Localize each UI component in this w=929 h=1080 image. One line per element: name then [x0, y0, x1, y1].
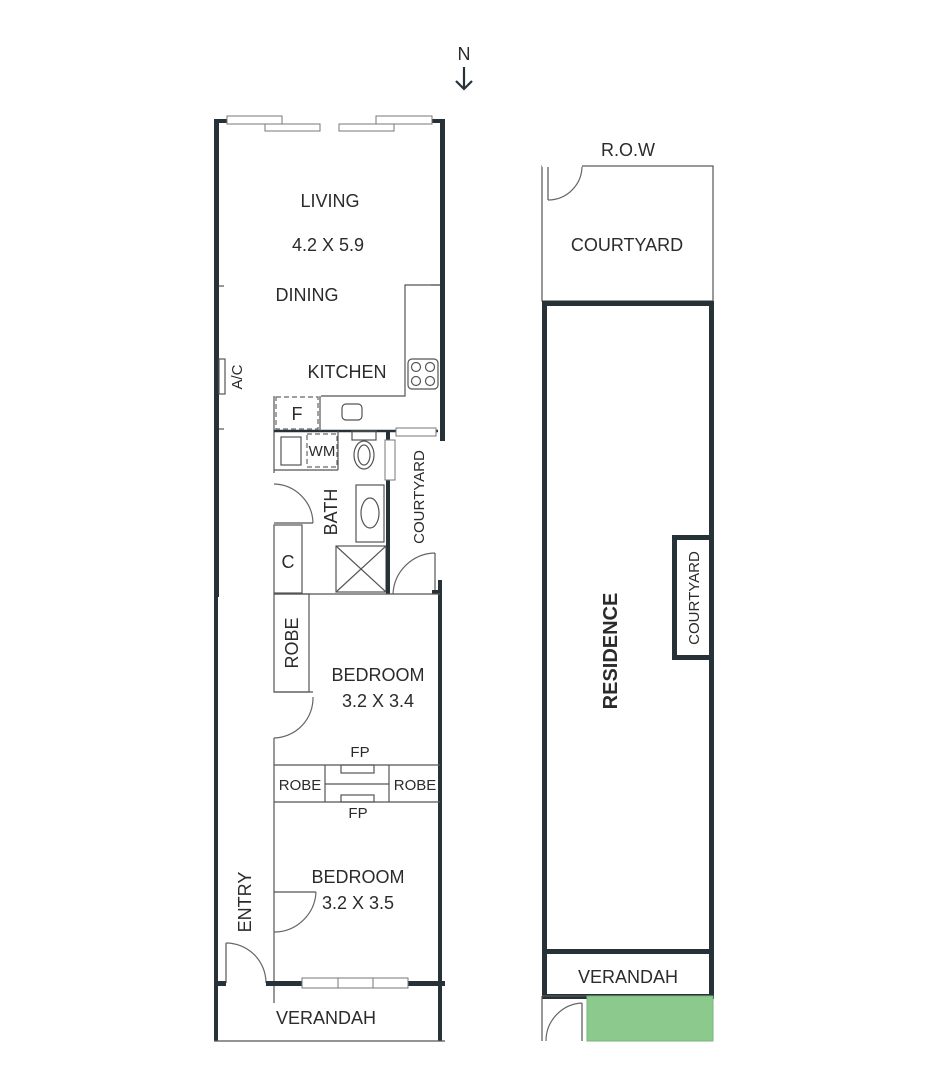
living-size: 4.2 X 5.9 [292, 235, 364, 255]
left-floor-plan: A/C F WM [214, 115, 445, 1042]
front-door[interactable] [225, 942, 267, 984]
ac-label: A/C [229, 364, 246, 389]
fireplace-2-label: FP [348, 805, 367, 822]
courtyard-top-label: COURTYARD [571, 235, 683, 255]
cupboard-label: C [282, 552, 295, 572]
bedroom-1-label: BEDROOM [331, 665, 424, 685]
robe-1-label: ROBE [282, 617, 302, 668]
arrow-down-icon [455, 67, 473, 91]
cooktop-icon [410, 361, 436, 387]
north-compass: N [455, 44, 473, 91]
row-label: R.O.W [601, 140, 655, 160]
living-label: LIVING [300, 191, 359, 211]
courtyard-side-label: COURTYARD [686, 551, 703, 645]
bedroom-2-label: BEDROOM [311, 867, 404, 887]
sink-icon [341, 403, 363, 421]
verandah-label-right: VERANDAH [578, 967, 678, 987]
bath-label: BATH [321, 489, 341, 536]
dining-label: DINING [276, 285, 339, 305]
rear-gate[interactable] [547, 165, 583, 201]
courtyard-label-left: COURTYARD [411, 450, 428, 544]
north-label: N [458, 44, 471, 64]
fireplace-1-label: FP [350, 744, 369, 761]
bedroom-2-size: 3.2 X 3.5 [322, 893, 394, 913]
entry-label: ENTRY [235, 872, 255, 933]
courtyard-door[interactable] [392, 552, 436, 595]
robe-3-label: ROBE [394, 777, 437, 794]
front-gate[interactable] [545, 1002, 583, 1042]
bedroom-1-door[interactable] [273, 696, 314, 739]
bedroom-1-size: 3.2 X 3.4 [342, 691, 414, 711]
garden-bed [586, 995, 714, 1042]
laundry-door[interactable] [273, 483, 314, 524]
washing-machine-label: WM [309, 443, 336, 460]
kitchen-label: KITCHEN [307, 362, 386, 382]
bedroom-2-door[interactable] [273, 891, 317, 933]
robe-2-label: ROBE [279, 777, 322, 794]
fridge-label: F [292, 404, 303, 424]
residence-label: RESIDENCE [600, 593, 622, 710]
right-site-plan: R.O.W COURTYARD RESIDENCE COURTYARD VERA… [541, 140, 714, 1042]
verandah-label-left: VERANDAH [276, 1008, 376, 1028]
